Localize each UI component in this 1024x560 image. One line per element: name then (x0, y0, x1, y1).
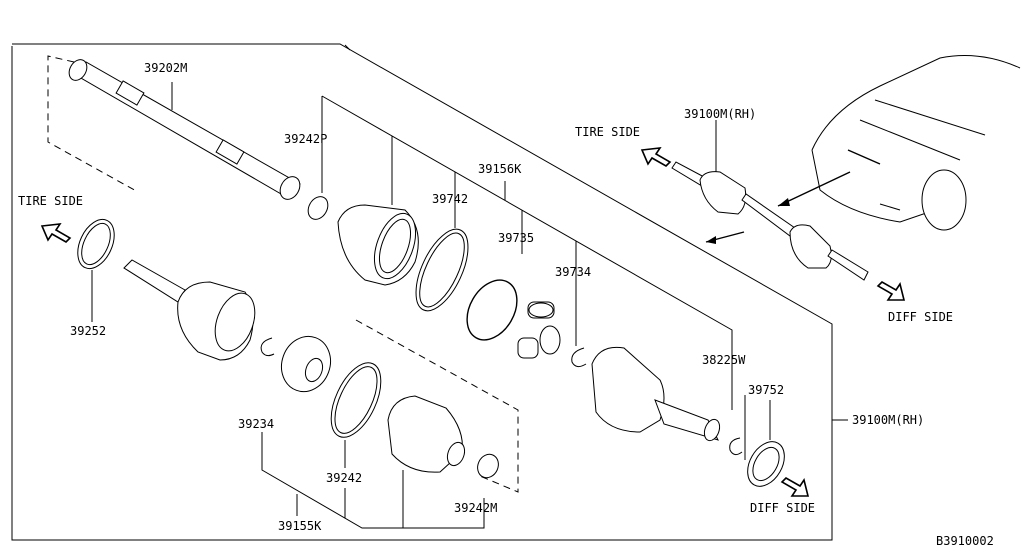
inset-assembled-shaft (671, 120, 869, 281)
label-band-large-outer[interactable]: 39242P (284, 132, 327, 146)
boot-outer (337, 204, 419, 286)
band-outer (415, 228, 469, 312)
boot-inner (387, 395, 466, 473)
label-circlip-inner[interactable]: 39734 (555, 265, 591, 279)
boot-kit-inner-bracket (261, 432, 485, 529)
label-band-inner[interactable]: 39242 (326, 471, 362, 485)
circlip-inner (571, 347, 587, 368)
diff-side-label-inset: DIFF SIDE (888, 310, 953, 324)
tire-side-label-inset: TIRE SIDE (575, 125, 640, 139)
cv-joint-outer (123, 259, 256, 361)
inset-vehicle (811, 55, 1021, 231)
tire-side-arrow-left (40, 223, 72, 243)
band-small-inner (477, 453, 499, 479)
circlip-outer (466, 279, 518, 341)
diagram-code: B3910002 (936, 534, 994, 548)
tire-side-label-left: TIRE SIDE (18, 194, 83, 208)
label-shaft[interactable]: 39202M (144, 61, 187, 75)
tire-side-arrow-inset (640, 147, 672, 167)
label-circlip-diff[interactable]: 38225W (702, 353, 746, 367)
label-assembly-inset[interactable]: 39100M(RH) (684, 107, 756, 121)
label-seal-diff[interactable]: 39752 (748, 383, 784, 397)
label-snap-ring[interactable]: 39234 (238, 417, 274, 431)
boot-kit-outer-bracket (321, 95, 746, 460)
label-band-small-inner[interactable]: 39242M (454, 501, 497, 515)
band-large-outer (307, 150, 329, 220)
label-dust-seal[interactable]: 39252 (70, 324, 106, 338)
inset-direction-arrows (705, 171, 851, 244)
tripod-joint (517, 301, 561, 359)
diff-side-arrow-main (780, 477, 810, 497)
ball-cage (280, 335, 332, 393)
diff-side-arrow-inset (876, 281, 906, 301)
label-boot-kit-inner[interactable]: 39155K (278, 519, 322, 533)
label-band-outer[interactable]: 39742 (432, 192, 468, 206)
label-circlip-outer[interactable]: 39735 (498, 231, 534, 245)
cv-housing-inner (591, 346, 721, 442)
label-assembly-main[interactable]: 39100M(RH) (852, 413, 924, 427)
label-boot-kit-outer[interactable]: 39156K (478, 162, 522, 176)
drive-shaft (68, 59, 301, 200)
dust-seal (77, 218, 115, 322)
circlip-diff (729, 437, 743, 456)
assembly-frame (11, 43, 833, 541)
band-inner (330, 362, 382, 438)
seal-diff (747, 400, 785, 487)
diff-side-label-main: DIFF SIDE (750, 501, 815, 515)
snap-ring (260, 337, 275, 357)
shaft-dashed-frame (47, 55, 139, 193)
